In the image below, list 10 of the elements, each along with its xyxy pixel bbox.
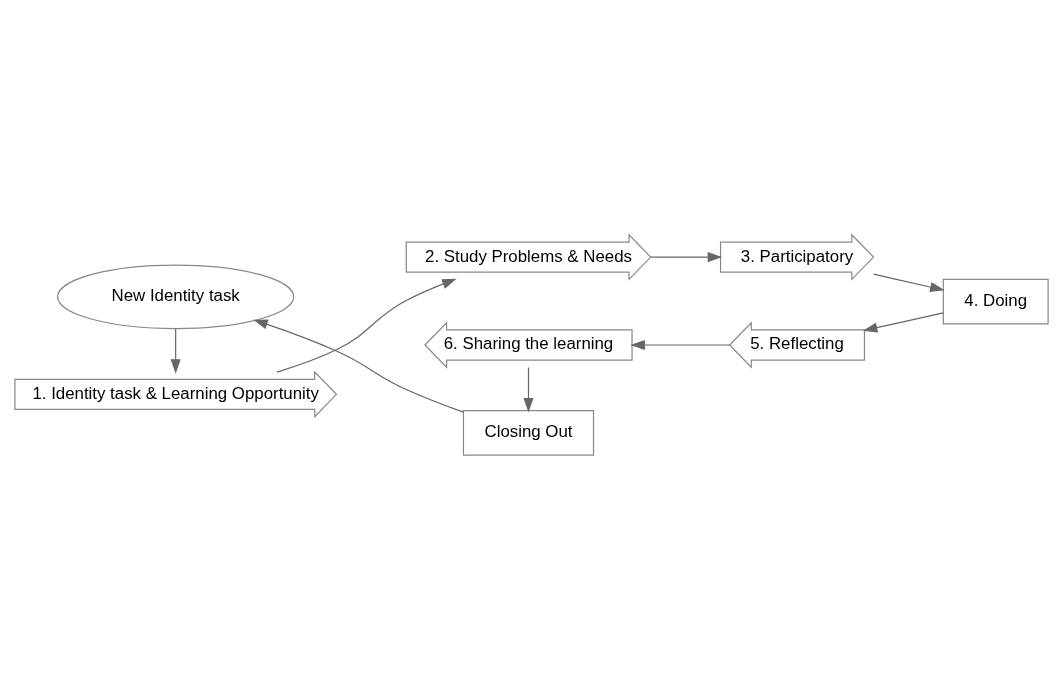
arrow [872,273,945,293]
node-box: Closing Out [462,410,595,456]
arrow [630,339,731,351]
arrow [276,278,457,373]
arrow [170,327,181,374]
arrow [650,252,723,263]
arrow [253,319,464,413]
arrow [862,312,944,333]
node-box: 4. Doing [942,278,1049,325]
arrow [523,366,534,413]
